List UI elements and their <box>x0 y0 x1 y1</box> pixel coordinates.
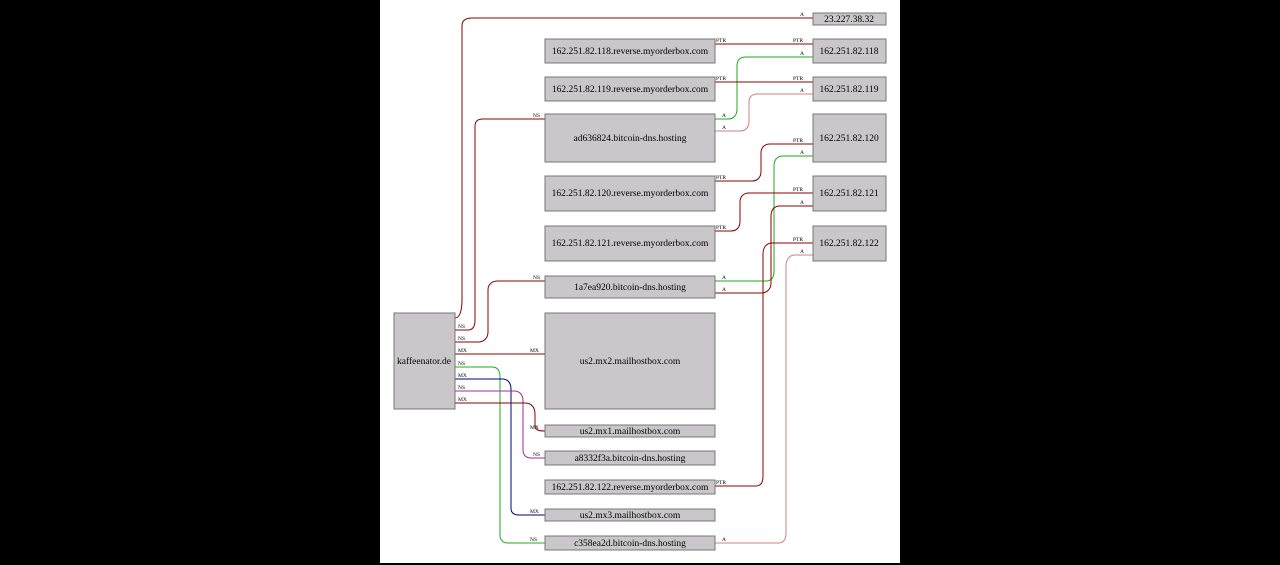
edge-label-ptr: PTR <box>793 38 803 44</box>
edge-label-ptr: PTR <box>716 175 726 181</box>
edge-label-a: A <box>722 537 726 543</box>
edge-label-ns: NS <box>458 385 465 391</box>
node-ptr-118[interactable]: 162.251.82.118.reverse.myorderbox.com <box>544 38 716 64</box>
node-label: 162.251.82.121 <box>819 189 879 199</box>
edge-label-ptr: PTR <box>793 237 803 243</box>
node-label: 23.227.38.32 <box>824 15 874 25</box>
edges <box>454 17 813 544</box>
edge-ptr120 <box>715 143 813 182</box>
node-ip-120[interactable]: 162.251.82.120 <box>812 113 887 163</box>
edge-label-a: A <box>800 51 804 57</box>
edge-label-ptr: PTR <box>716 480 726 486</box>
edge-label-ns: NS <box>458 336 465 342</box>
edge-label-a: A <box>800 200 804 206</box>
edge-label-a: A <box>722 275 726 281</box>
edge-label-ptr: PTR <box>716 225 726 231</box>
node-ptr-122[interactable]: 162.251.82.122.reverse.myorderbox.com <box>544 479 716 495</box>
edge-label-mx: MX <box>530 348 539 354</box>
edge-1a7-ip120 <box>715 155 813 282</box>
edge-ptr122 <box>715 242 813 487</box>
node-label: 162.251.82.121.reverse.myorderbox.com <box>552 239 709 249</box>
node-ip-23-227-38-32[interactable]: 23.227.38.32 <box>812 12 887 26</box>
edge-label-a: A <box>800 12 804 18</box>
edge-1a7-ip121 <box>715 205 813 294</box>
edge-label-a: A <box>722 113 726 119</box>
edge-label-mx: MX <box>458 397 467 403</box>
edge-label-ns: NS <box>533 275 540 281</box>
node-label: kaffeenator.de <box>397 356 451 367</box>
edge-root-1a7 <box>455 280 545 343</box>
node-label: a8332f3a.bitcoin-dns.hosting <box>575 453 686 464</box>
node-ptr-121[interactable]: 162.251.82.121.reverse.myorderbox.com <box>544 225 716 262</box>
edge-label-ns: NS <box>533 452 540 458</box>
edge-label-ptr: PTR <box>793 138 803 144</box>
node-label: 162.251.82.119 <box>819 85 878 95</box>
node-label: 162.251.82.118 <box>819 47 878 57</box>
edge-label-ns: NS <box>533 113 540 119</box>
node-root[interactable]: kaffeenator.de <box>393 312 456 410</box>
node-label: 162.251.82.118.reverse.myorderbox.com <box>552 47 709 57</box>
node-label: 162.251.82.120.reverse.myorderbox.com <box>552 189 709 199</box>
node-label: 1a7ea920.bitcoin-dns.hosting <box>574 283 686 293</box>
edge-label-a: A <box>722 125 726 131</box>
edge-root-ad636 <box>455 118 545 331</box>
node-label: 162.251.82.122 <box>819 239 879 249</box>
node-ip-119[interactable]: 162.251.82.119 <box>812 76 887 102</box>
node-c358ea2d[interactable]: c358ea2d.bitcoin-dns.hosting <box>544 535 716 551</box>
edge-label-a: A <box>722 287 726 293</box>
edge-root-ip23 <box>454 17 813 319</box>
node-a8332f3a[interactable]: a8332f3a.bitcoin-dns.hosting <box>544 450 716 466</box>
dns-graph: A PTR PTR A PTR PTR A NS A A PTR A PTR P… <box>393 12 887 551</box>
edge-root-mx1 <box>455 402 546 432</box>
edge-root-mx3 <box>455 378 545 516</box>
diagram-canvas: A PTR PTR A PTR PTR A NS A A PTR A PTR P… <box>380 0 900 563</box>
node-label: 162.251.82.122.reverse.myorderbox.com <box>552 483 709 493</box>
node-label: ad636824.bitcoin-dns.hosting <box>574 134 687 144</box>
edge-root-c358 <box>455 366 545 544</box>
edge-ptr121 <box>715 192 813 232</box>
node-ptr-120[interactable]: 162.251.82.120.reverse.myorderbox.com <box>544 175 716 212</box>
node-mx2[interactable]: us2.mx2.mailhostbox.com <box>544 312 716 410</box>
node-1a7ea920[interactable]: 1a7ea920.bitcoin-dns.hosting <box>544 275 716 299</box>
edge-ad636-ip118 <box>715 56 813 120</box>
edge-label-ptr: PTR <box>793 76 803 82</box>
node-ip-118[interactable]: 162.251.82.118 <box>812 38 887 64</box>
edge-label-ns: NS <box>530 537 537 543</box>
edge-label-mx: MX <box>530 425 539 431</box>
edge-label-ptr: PTR <box>716 38 726 44</box>
node-label: us2.mx2.mailhostbox.com <box>580 357 681 367</box>
node-ip-122[interactable]: 162.251.82.122 <box>812 225 887 262</box>
edge-root-a833 <box>455 390 545 459</box>
edge-labels: A PTR PTR A PTR PTR A NS A A PTR A PTR P… <box>458 12 804 543</box>
node-mx1[interactable]: us2.mx1.mailhostbox.com <box>544 424 716 438</box>
edge-label-mx: MX <box>458 373 467 379</box>
edge-label-a: A <box>800 88 804 94</box>
edge-c358-ip122 <box>715 254 813 544</box>
edge-label-ptr: PTR <box>793 187 803 193</box>
edge-label-mx: MX <box>530 509 539 515</box>
edge-label-ns: NS <box>458 361 465 367</box>
node-ptr-119[interactable]: 162.251.82.119.reverse.myorderbox.com <box>544 76 716 102</box>
node-label: 162.251.82.119.reverse.myorderbox.com <box>552 85 709 95</box>
edge-label-mx: MX <box>458 348 467 354</box>
node-label: 162.251.82.120 <box>819 134 879 144</box>
node-label: us2.mx3.mailhostbox.com <box>580 511 681 521</box>
node-ip-121[interactable]: 162.251.82.121 <box>812 175 887 212</box>
node-mx3[interactable]: us2.mx3.mailhostbox.com <box>544 508 716 522</box>
node-label: us2.mx1.mailhostbox.com <box>580 427 681 437</box>
edge-label-ns: NS <box>458 324 465 330</box>
node-label: c358ea2d.bitcoin-dns.hosting <box>574 539 686 549</box>
edge-ad636-ip119 <box>715 93 813 132</box>
edge-label-ptr: PTR <box>716 76 726 82</box>
edge-label-a: A <box>800 249 804 255</box>
node-ad636824[interactable]: ad636824.bitcoin-dns.hosting <box>544 113 716 163</box>
edge-label-a: A <box>800 150 804 156</box>
